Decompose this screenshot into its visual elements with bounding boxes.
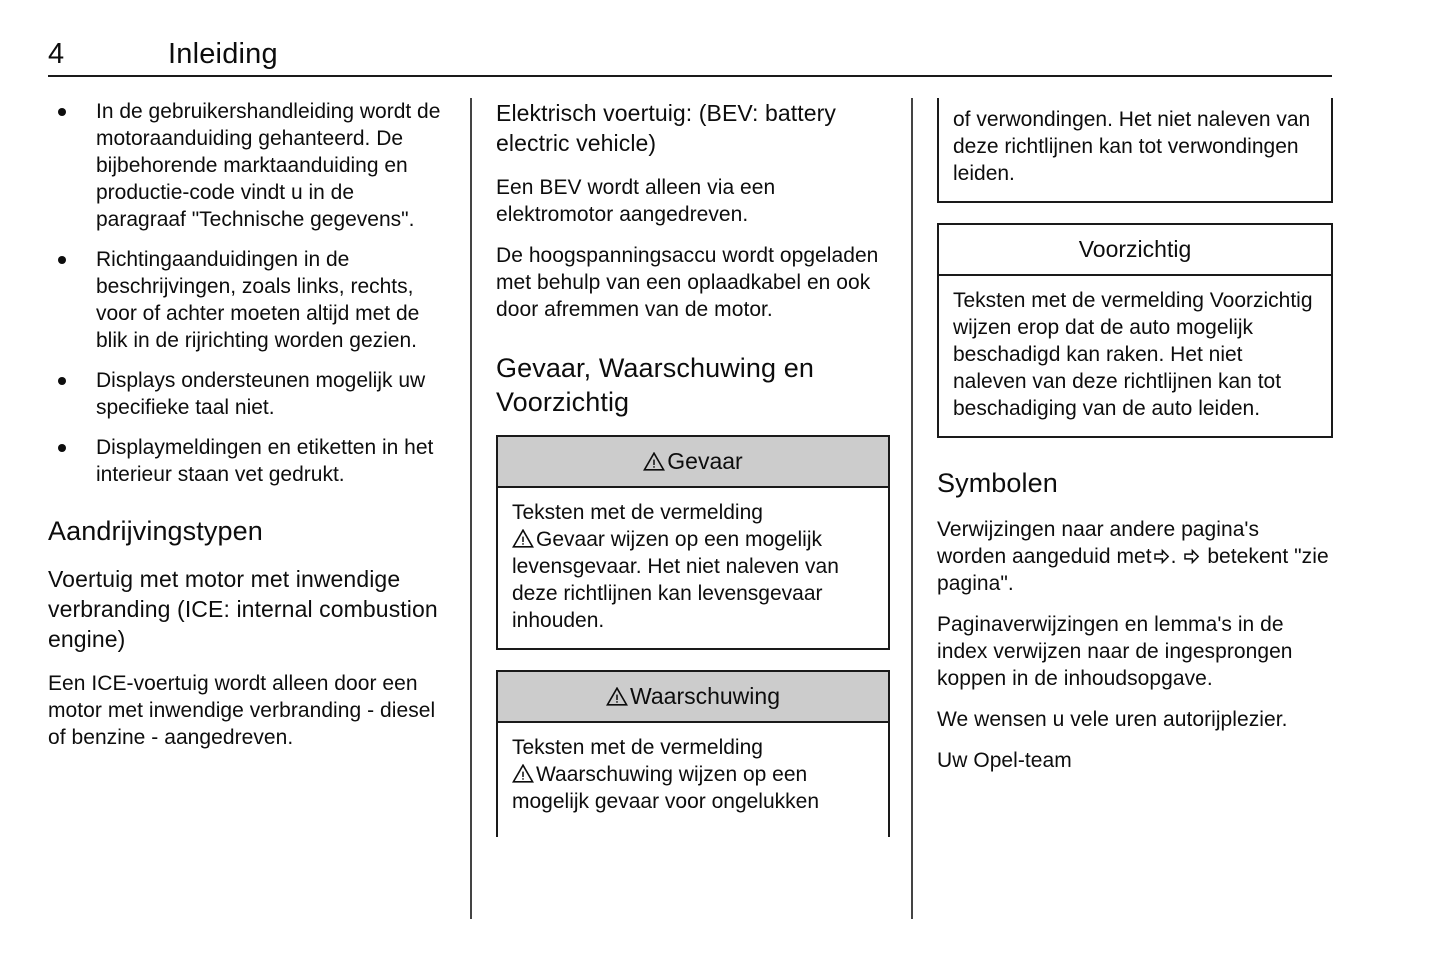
paragraph-symbols: Verwijzingen naar andere pagina's worden… xyxy=(937,516,1333,597)
notice-header-warning: Waarschuwing xyxy=(498,672,888,723)
notice-title-danger: Gevaar xyxy=(667,448,743,474)
spacer xyxy=(937,508,1333,516)
paragraph-signature: Uw Opel-team xyxy=(937,749,1072,772)
symbols-text-part3: betekent "zie pagina". xyxy=(937,545,1329,595)
notice-body-danger: Teksten met de vermelding Gevaar wijzen … xyxy=(498,488,888,648)
warning-triangle-icon xyxy=(643,452,666,471)
list-item-text: Displays ondersteunen mogelijk uw specif… xyxy=(96,369,426,419)
list-item: Displays ondersteunen mogelijk uw specif… xyxy=(48,367,448,421)
bullet-dot-icon xyxy=(58,256,66,264)
notice-body-warning-continued: of verwondingen. Het niet naleven van de… xyxy=(953,108,1311,185)
spacer xyxy=(48,556,448,564)
subsection-heading-ice: Voertuig met motor met inwendige verbran… xyxy=(48,566,438,652)
notice-header-caution: Voorzichtig xyxy=(939,225,1331,276)
column-divider-2 xyxy=(911,98,913,919)
notice-body-lead: Teksten met de vermelding xyxy=(512,736,763,759)
list-item: Richtingaanduidingen in de beschrijvinge… xyxy=(48,246,448,354)
notice-title-warning: Waarschuwing xyxy=(630,683,780,709)
warning-triangle-icon xyxy=(606,687,628,706)
symbols-text-part2: . xyxy=(1170,545,1177,568)
notice-body-text: Waarschuwing wijzen op een mogelijk geva… xyxy=(512,763,820,813)
spacer xyxy=(48,506,448,514)
spacer xyxy=(496,166,890,174)
paragraph-closing: We wensen u vele uren autorijplezier. xyxy=(937,708,1288,731)
paragraph-bev-battery: De hoogspanningsaccu wordt opgeladen met… xyxy=(496,244,879,321)
paragraph-bev-drive: Een BEV wordt alleen via een elektromoto… xyxy=(496,176,776,226)
spacer xyxy=(48,662,448,670)
section-heading-gevaar-waarschuwing-voorzichtig: Gevaar, Waarschuwing en Voorzichtig xyxy=(496,353,814,417)
symbols-text-part1: Verwijzingen naar andere pagina's worden… xyxy=(937,518,1260,568)
list-item: Displaymeldingen en etiketten in het int… xyxy=(48,434,448,488)
column-2: Elektrisch voertuig: (BEV: battery elect… xyxy=(496,98,890,837)
intro-bullet-list: In de gebruikershandleiding wordt de mot… xyxy=(48,98,448,488)
notice-body-lead: Teksten met de vermelding xyxy=(512,501,763,524)
notice-box-caution: Voorzichtig Teksten met de vermelding Vo… xyxy=(937,223,1333,438)
header-rule xyxy=(48,75,1332,77)
bullet-dot-icon xyxy=(58,444,66,452)
notice-box-danger: Gevaar Teksten met de vermelding Gevaar … xyxy=(496,435,890,650)
column-3: of verwondingen. Het niet naleven van de… xyxy=(937,98,1333,774)
warning-triangle-icon xyxy=(512,529,534,548)
warning-triangle-icon xyxy=(512,764,534,783)
notice-box-warning: Waarschuwing Teksten met de vermelding W… xyxy=(496,670,890,837)
bullet-dot-icon xyxy=(58,377,66,385)
list-item-text: Displaymeldingen en etiketten in het int… xyxy=(96,436,434,486)
spacer xyxy=(496,337,890,351)
notice-box-warning-continued: of verwondingen. Het niet naleven van de… xyxy=(937,98,1333,203)
section-heading-aandrijvingstypen: Aandrijvingstypen xyxy=(48,516,263,546)
page-header: 4 Inleiding xyxy=(48,36,1332,78)
section-heading-symbolen: Symbolen xyxy=(937,468,1058,498)
list-item: In de gebruikershandleiding wordt de mot… xyxy=(48,98,448,233)
right-arrow-icon xyxy=(1183,548,1200,565)
notice-body-text: Gevaar wijzen op een mogelijk levensgeva… xyxy=(512,528,839,632)
bullet-dot-icon xyxy=(58,108,66,116)
spacer xyxy=(937,458,1333,466)
notice-header-danger: Gevaar xyxy=(498,437,888,488)
list-item-text: Richtingaanduidingen in de beschrijvinge… xyxy=(96,248,420,352)
paragraph-index-references: Paginaverwijzingen en lemma's in de inde… xyxy=(937,613,1293,690)
right-arrow-icon xyxy=(1153,548,1170,565)
chapter-title: Inleiding xyxy=(168,38,278,70)
spacer xyxy=(496,427,890,435)
notice-body-warning: Teksten met de vermelding Waarschuwing w… xyxy=(498,723,888,829)
notice-body-caution: Teksten met de vermelding Voorzichtig wi… xyxy=(953,289,1313,420)
paragraph-ice-description: Een ICE-voertuig wordt alleen door een m… xyxy=(48,672,436,749)
list-item-text: In de gebruikershandleiding wordt de mot… xyxy=(96,100,441,231)
column-1: In de gebruikershandleiding wordt de mot… xyxy=(48,98,448,751)
column-divider-1 xyxy=(470,98,472,919)
page-number: 4 xyxy=(48,38,65,70)
subsection-heading-bev: Elektrisch voertuig: (BEV: battery elect… xyxy=(496,100,837,156)
